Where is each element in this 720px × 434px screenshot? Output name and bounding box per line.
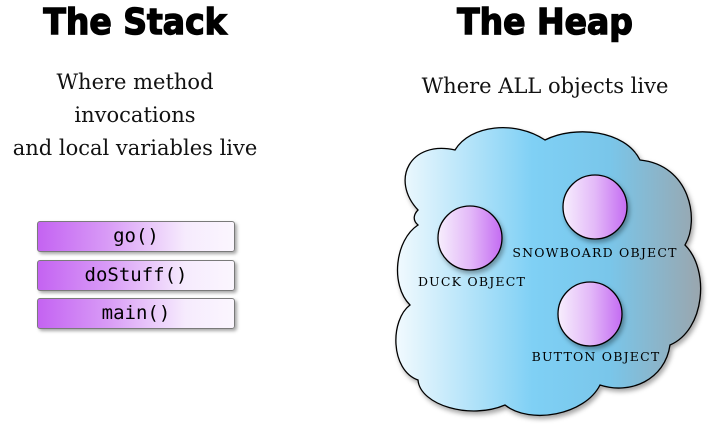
button-object-circle bbox=[557, 281, 623, 347]
stack-title: The Stack bbox=[43, 0, 228, 43]
stack-frame-main: main() bbox=[37, 298, 235, 329]
heap-subtitle: Where ALL objects live bbox=[421, 74, 669, 98]
stack-subtitle-line-2: and local variables live bbox=[12, 136, 258, 160]
stack-subtitle: Where method invocations and local varia… bbox=[0, 66, 270, 165]
heap-cloud bbox=[395, 127, 702, 417]
stack-frame-dostuff: doStuff() bbox=[37, 260, 235, 291]
heap-title: The Heap bbox=[456, 0, 633, 43]
snowboard-object-circle bbox=[562, 174, 628, 240]
stack-frame-go: go() bbox=[37, 221, 235, 252]
stack-subtitle-line-1: Where method invocations bbox=[56, 70, 214, 127]
button-object-label: BUTTON OBJECT bbox=[532, 349, 661, 364]
snowboard-object-label: SNOWBOARD OBJECT bbox=[512, 245, 677, 260]
duck-object-label: DUCK OBJECT bbox=[418, 274, 526, 289]
duck-object-circle bbox=[437, 205, 503, 271]
